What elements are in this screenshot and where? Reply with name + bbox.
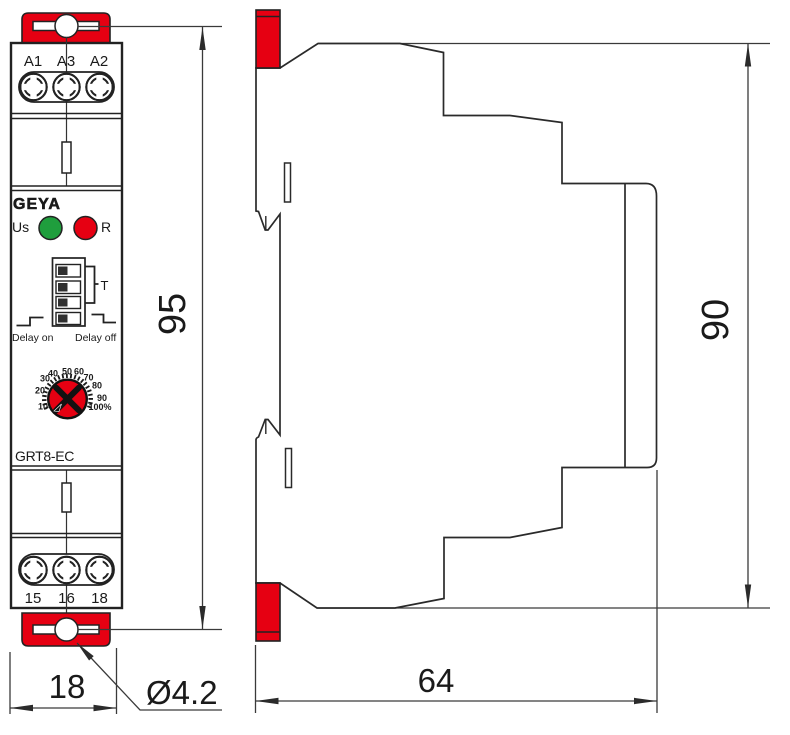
screw-a1	[19, 72, 48, 102]
bottom-terminal-labels: 15 16 18	[25, 590, 108, 607]
rotary-dial: 10 20 30 40 50 60 70 80 90 100%	[35, 367, 112, 420]
top-terminal-labels: A1 A3 A2	[24, 53, 108, 70]
t-label: T	[101, 278, 109, 293]
screw-18	[85, 555, 114, 585]
bottom-mounting-tab	[21, 612, 111, 647]
side-slot-top	[283, 162, 292, 203]
dim-text-64: 64	[418, 662, 455, 699]
arrow-18-right	[93, 704, 117, 712]
screw-a3	[52, 72, 81, 102]
svg-text:70: 70	[83, 373, 93, 383]
terminal-label-a1: A1	[24, 53, 42, 70]
fuse-symbol-top	[61, 141, 72, 174]
terminal-label-18: 18	[91, 590, 108, 607]
delay-off-label: Delay off	[75, 332, 116, 344]
svg-text:80: 80	[92, 381, 102, 391]
leader-arrow	[77, 643, 94, 661]
model-label: GRT8-EC	[15, 448, 74, 464]
screw-16	[52, 555, 81, 585]
side-body-outline	[255, 42, 658, 609]
front-view: A1 A3 A2 GEYA Us R	[9, 12, 124, 647]
svg-text:60: 60	[74, 367, 84, 377]
delay-on-label: Delay on	[12, 332, 54, 344]
dim-text-90: 90	[695, 299, 737, 341]
top-tab-hole	[54, 13, 79, 39]
dial-pointer	[53, 403, 62, 412]
dial-scale: 10 20 30 40 50 60 70 80 90 100%	[35, 367, 112, 413]
dimension-arrows	[10, 27, 752, 712]
terminal-label-a3: A3	[57, 53, 75, 70]
brand-logo: GEYA	[13, 196, 61, 213]
dip-switches	[55, 263, 82, 326]
svg-text:100%: 100%	[88, 402, 111, 412]
screw-15	[19, 555, 48, 585]
dial-ticks	[41, 373, 93, 410]
led-r-red	[73, 215, 98, 241]
delay-on-waveform	[16, 316, 44, 327]
screw-a2	[85, 72, 114, 102]
svg-text:50: 50	[62, 367, 72, 377]
svg-text:40: 40	[48, 369, 58, 379]
side-slot-bottom	[284, 447, 293, 489]
delay-off-waveform	[91, 313, 116, 324]
svg-text:90: 90	[97, 393, 107, 403]
arrow-64-right	[634, 697, 657, 705]
dim-text-hole-diameter: Ø4.2	[146, 674, 218, 711]
arrow-95-bottom	[199, 606, 206, 629]
svg-text:10: 10	[38, 402, 48, 412]
dip-switch-block: T Delay on Delay off	[12, 257, 116, 344]
section-seams	[11, 112, 122, 539]
dim-text-18: 18	[49, 668, 86, 705]
side-view	[255, 9, 658, 642]
t-bracket	[85, 265, 99, 304]
arrow-90-top	[744, 43, 752, 67]
led-us-label: Us	[12, 219, 29, 235]
fuse-symbol-bottom	[61, 482, 72, 513]
svg-text:30: 30	[40, 374, 50, 384]
arrow-95-top	[199, 27, 206, 50]
arrow-90-bottom	[744, 584, 752, 608]
bottom-tab-hole	[54, 617, 79, 642]
arrow-64-left	[255, 697, 279, 705]
terminal-label-15: 15	[25, 590, 42, 607]
hole-diameter-leader: Ø4.2	[76, 642, 222, 711]
arrow-18-left	[10, 704, 33, 712]
dim-text-95: 95	[152, 293, 194, 335]
led-r-label: R	[101, 219, 111, 235]
terminal-label-16: 16	[58, 590, 75, 607]
side-clip-bottom	[255, 582, 281, 642]
side-clip-top	[255, 9, 281, 69]
svg-text:20: 20	[35, 386, 45, 396]
terminal-label-a2: A2	[90, 53, 108, 70]
led-us-green	[38, 215, 63, 241]
